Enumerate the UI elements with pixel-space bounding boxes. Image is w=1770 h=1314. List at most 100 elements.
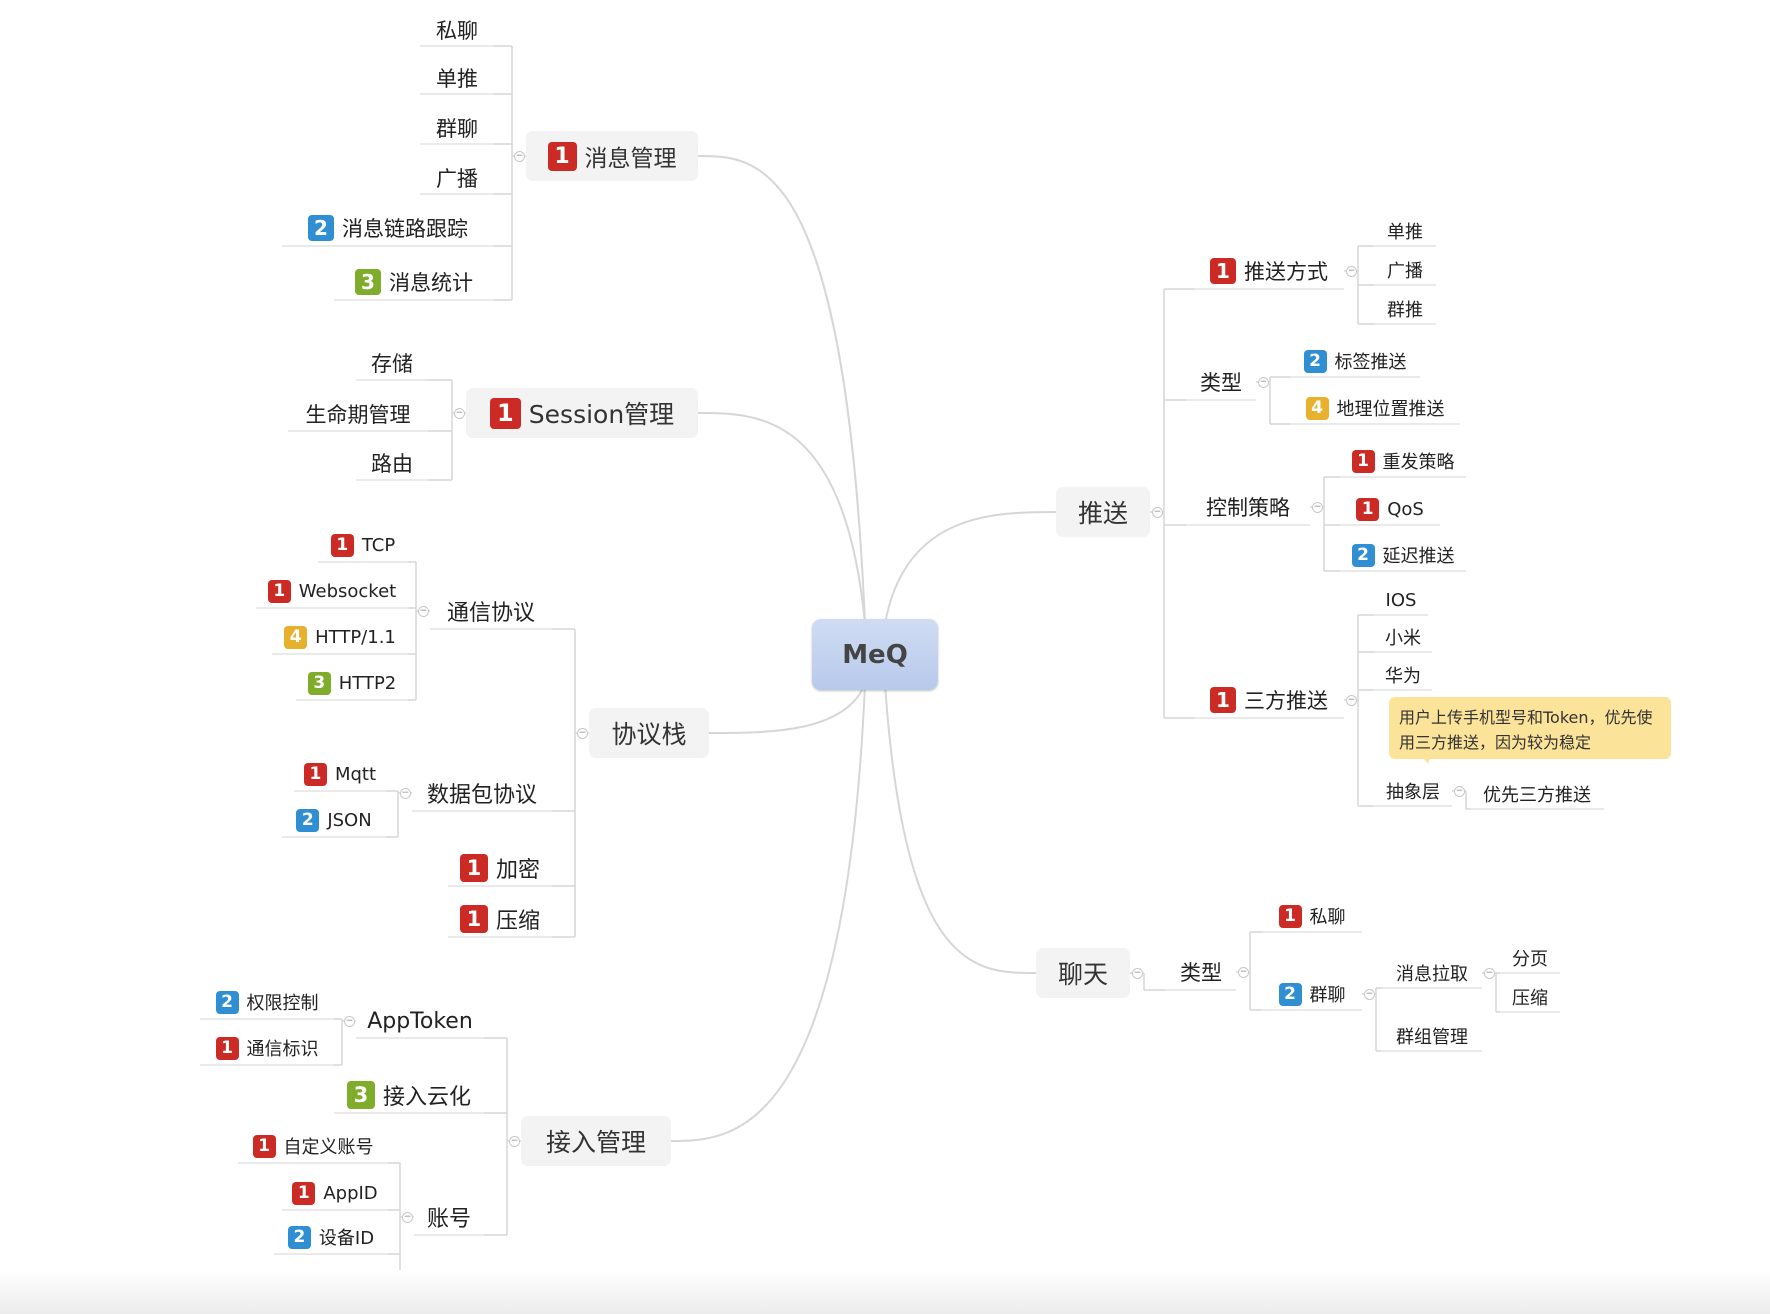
collapse-toggle[interactable]: − [454, 408, 465, 419]
topic-access-management[interactable]: 接入管理 [521, 1116, 671, 1166]
collapse-toggle[interactable]: − [1346, 266, 1357, 277]
collapse-toggle[interactable]: − [509, 1136, 520, 1147]
node-permission-control[interactable]: 2 权限控制 [200, 983, 334, 1021]
node-message-stats-label: 消息统计 [389, 271, 473, 295]
connector-line [697, 412, 866, 625]
collapse-toggle[interactable]: − [1454, 786, 1465, 797]
node-comm-identifier-label: 通信标识 [246, 1039, 319, 1060]
collapse-toggle[interactable]: − [402, 1212, 413, 1223]
node-third-party-push-label: 三方推送 [1244, 689, 1328, 713]
collapse-toggle[interactable]: − [577, 728, 588, 739]
node-ios[interactable]: IOS [1374, 583, 1428, 617]
node-message-trace[interactable]: 2 消息链路跟踪 [282, 208, 494, 248]
node-push-broadcast[interactable]: 广播 [1374, 253, 1436, 287]
root-topic-meq[interactable]: MeQ [812, 619, 938, 690]
node-group-chat[interactable]: 群聊 [420, 110, 494, 146]
node-access-cloud-label: 接入云化 [382, 1085, 471, 1110]
node-huawei[interactable]: 华为 [1374, 658, 1432, 692]
priority-badge: 1 [292, 1181, 316, 1205]
node-group-management[interactable]: 群组管理 [1382, 1019, 1482, 1053]
priority-badge: 2 [308, 215, 334, 241]
node-permission-control-label: 权限控制 [246, 993, 319, 1014]
node-packet-protocol[interactable]: 数据包协议 [412, 773, 552, 813]
connector-line [670, 683, 866, 1142]
node-unicast[interactable]: 单推 [420, 60, 494, 96]
topic-chat[interactable]: 聊天 [1036, 948, 1130, 998]
node-websocket-label: Websocket [298, 580, 397, 602]
priority-badge: 2 [215, 990, 239, 1014]
node-control-strategy[interactable]: 控制策略 [1186, 487, 1310, 527]
node-private-chat[interactable]: 私聊 [420, 12, 494, 48]
collapse-toggle[interactable]: − [1132, 968, 1143, 979]
node-prefer-third-party[interactable]: 优先三方推送 [1470, 777, 1604, 811]
node-broadcast[interactable]: 广播 [420, 160, 494, 196]
collapse-toggle[interactable]: − [1364, 989, 1375, 1000]
node-lifecycle[interactable]: 生命期管理 [288, 395, 428, 433]
node-comm-protocol[interactable]: 通信协议 [430, 591, 552, 631]
collapse-toggle[interactable]: − [1312, 502, 1323, 513]
node-storage-label: 存储 [371, 352, 413, 376]
node-device-id[interactable]: 2 设备ID [274, 1218, 388, 1256]
node-paging[interactable]: 分页 [1500, 941, 1560, 975]
node-geo-push-label: 地理位置推送 [1336, 399, 1445, 420]
collapse-toggle[interactable]: − [344, 1016, 355, 1027]
node-message-pull[interactable]: 消息拉取 [1382, 956, 1482, 990]
topic-protocol-stack[interactable]: 协议栈 [589, 708, 709, 758]
node-chat-compress[interactable]: 压缩 [1500, 980, 1560, 1014]
node-push-type[interactable]: 类型 [1186, 362, 1256, 402]
node-storage[interactable]: 存储 [356, 344, 428, 382]
priority-badge: 2 [287, 1225, 311, 1249]
collapse-toggle[interactable]: − [418, 606, 429, 617]
node-route[interactable]: 路由 [356, 444, 428, 482]
node-packet-protocol-label: 数据包协议 [426, 783, 537, 808]
node-control-strategy-label: 控制策略 [1206, 496, 1290, 520]
node-message-trace-label: 消息链路跟踪 [342, 217, 468, 241]
collapse-toggle[interactable]: − [1238, 967, 1249, 978]
node-device-id-label: 设备ID [318, 1228, 375, 1249]
node-group-chat-label: 群聊 [436, 117, 478, 141]
collapse-toggle[interactable]: − [1346, 695, 1357, 706]
priority-badge: 1 [459, 905, 488, 933]
node-push-type-label: 类型 [1200, 371, 1242, 395]
priority-badge: 3 [307, 671, 331, 695]
node-apptoken[interactable]: AppToken [356, 1002, 484, 1040]
collapse-toggle[interactable]: − [400, 788, 411, 799]
connector-line [884, 683, 1037, 974]
collapse-toggle[interactable]: − [514, 151, 525, 162]
collapse-toggle[interactable]: − [1258, 377, 1269, 388]
node-abstraction-layer[interactable]: 抽象层 [1374, 774, 1452, 808]
collapse-toggle[interactable]: − [1152, 507, 1163, 518]
node-ios-label: IOS [1385, 589, 1417, 611]
node-xiaomi[interactable]: 小米 [1374, 620, 1432, 654]
node-account[interactable]: 账号 [414, 1197, 484, 1237]
collapse-toggle[interactable]: − [1484, 968, 1495, 979]
node-chat-type[interactable]: 类型 [1166, 952, 1236, 992]
node-push-unicast[interactable]: 单推 [1374, 214, 1436, 248]
node-push-group[interactable]: 群推 [1374, 292, 1436, 326]
topic-push[interactable]: 推送 [1056, 487, 1150, 537]
